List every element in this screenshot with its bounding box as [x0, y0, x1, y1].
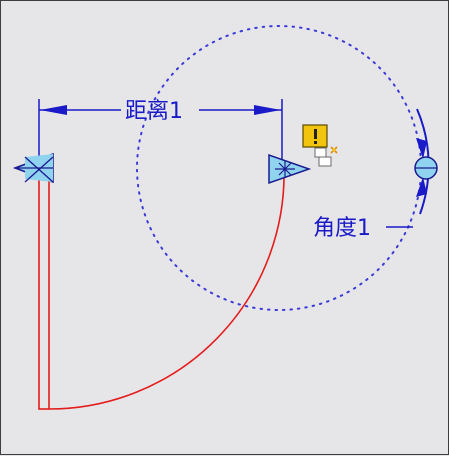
- door-geometry[interactable]: [38, 168, 285, 410]
- distance-label[interactable]: 距离1: [125, 99, 183, 124]
- dimension-arrow-left: [40, 105, 67, 115]
- warning-icon[interactable]: [302, 124, 328, 148]
- door-swing-arc[interactable]: [48, 168, 285, 410]
- rotation-handle-icon[interactable]: [414, 156, 438, 180]
- constraint-menu-icon[interactable]: [314, 146, 338, 167]
- door-leaf[interactable]: [38, 168, 50, 410]
- angle-arrow-bottom: [416, 177, 427, 197]
- fixed-action-block-left-icon[interactable]: [12, 152, 54, 184]
- distance-dimension[interactable]: 距离1: [38, 99, 283, 159]
- dimension-arrow-right: [254, 105, 281, 115]
- angle-label[interactable]: 角度1: [313, 216, 371, 241]
- fixed-action-block-right-icon[interactable]: [268, 153, 312, 185]
- angle-arrow-top: [416, 138, 427, 159]
